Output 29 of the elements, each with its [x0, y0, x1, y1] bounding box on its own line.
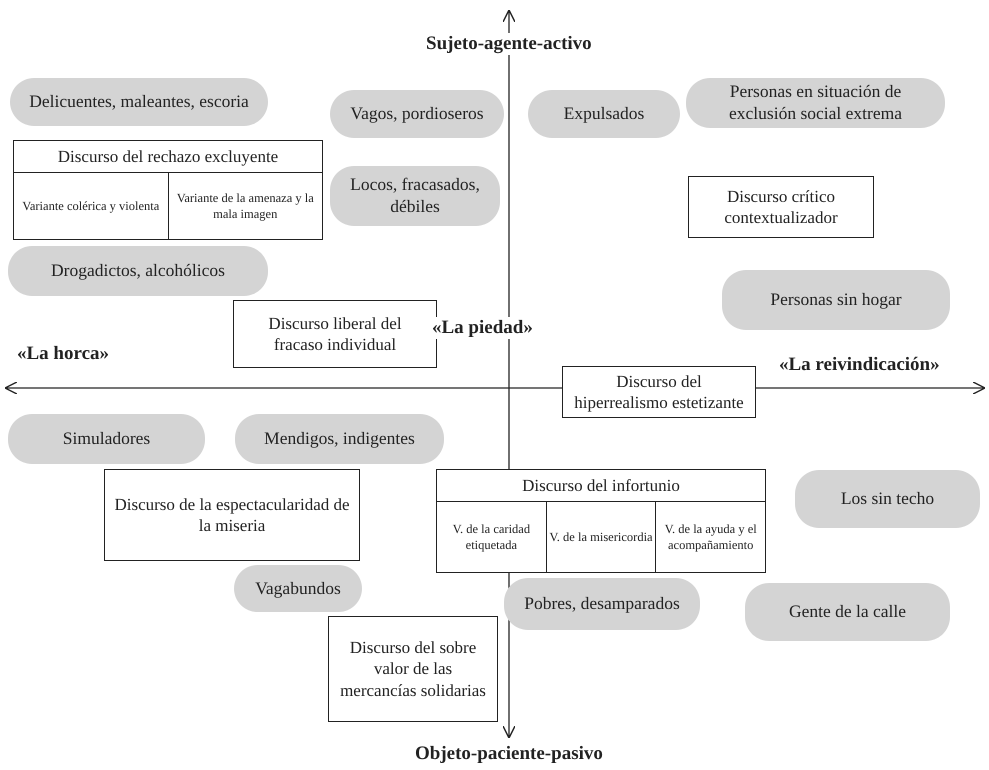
group-label-pill: Delicuentes, maleantes, escoria — [10, 78, 268, 126]
discourse-box: Discurso crítico contextualizador — [688, 176, 874, 238]
group-label-pill: Vagabundos — [234, 565, 362, 612]
table-cell: Variante de la amenaza y la mala imagen — [168, 173, 322, 239]
axis-label: Objeto-paciente-pasivo — [413, 743, 605, 765]
group-label-pill: Vagos, pordioseros — [330, 90, 504, 138]
table-cell: V. de la misericordia — [546, 502, 656, 572]
group-label-pill: Drogadictos, alcohólicos — [8, 246, 268, 296]
table-cell: Variante colérica y violenta — [14, 173, 168, 239]
group-label-pill: Locos, fracasados, débiles — [330, 166, 500, 226]
table-heading: Discurso del rechazo excluyente — [14, 141, 322, 174]
quadrant-label: «La piedad» — [430, 317, 535, 339]
discourse-box: Discurso del sobre valor de las mercancías solidarias — [328, 616, 498, 722]
table-cell: V. de la caridad etiquetada — [437, 502, 546, 572]
discourse-table — [436, 469, 766, 573]
group-label-pill: Mendigos, indigentes — [235, 414, 444, 464]
group-label-pill: Expulsados — [528, 90, 680, 138]
axis-label: Sujeto-agente-activo — [424, 33, 594, 55]
group-label-pill: Pobres, desamparados — [504, 578, 700, 630]
discourse-table — [13, 140, 323, 240]
group-label-pill: Personas en situación de exclusión social extrema — [686, 78, 945, 128]
discourse-box: Discurso del hiperrealismo estetizante — [562, 366, 756, 418]
group-label-pill: Gente de la calle — [745, 583, 950, 641]
discourse-box: Discurso de la espectacularidad de la miseria — [104, 469, 360, 561]
group-label-pill: Simuladores — [8, 414, 205, 464]
table-cell: V. de la ayuda y el acompañamiento — [655, 502, 766, 572]
group-label-pill: Personas sin hogar — [722, 270, 950, 330]
table-heading: Discurso del infortunio — [437, 470, 765, 502]
group-label-pill: Los sin techo — [795, 470, 980, 528]
